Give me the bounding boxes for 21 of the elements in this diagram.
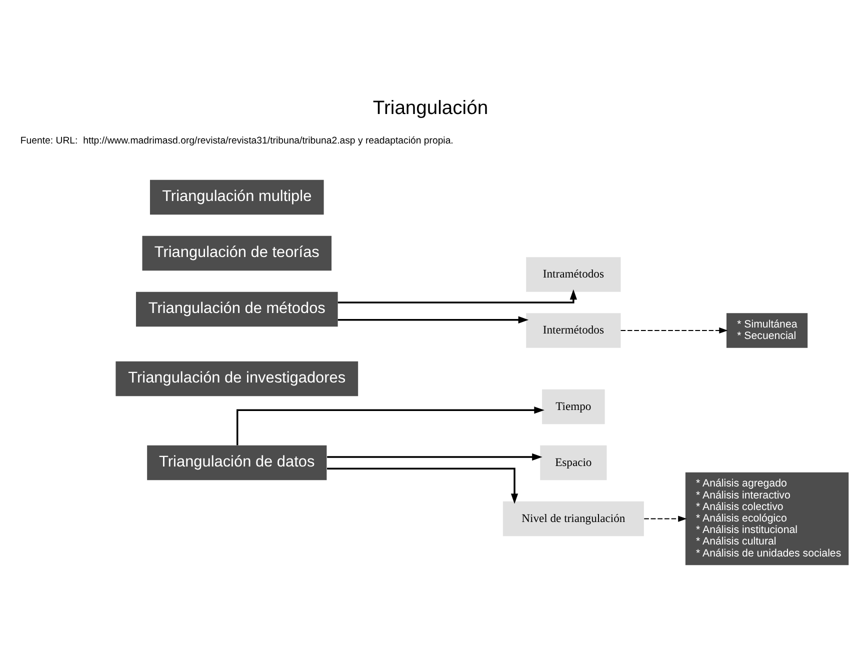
node-box: Triangulación de teorías — [142, 235, 332, 270]
node-box: * Análisis agregado * Análisis interactivo * Análisis colectivo * Análisis ecológico * Análisis institucional * Análisis cultural * Análisis de unidades sociales — [685, 472, 849, 565]
node-box: * Simultánea * Secuencial — [726, 312, 808, 348]
diagram-title: Triangulación — [372, 98, 488, 119]
arrow — [644, 515, 687, 522]
node-box: Espacio — [540, 444, 607, 480]
arrow — [327, 467, 518, 504]
node-box: Triangulación de investigadores — [116, 360, 358, 396]
arrow — [338, 288, 578, 303]
arrow — [327, 452, 542, 460]
arrow — [620, 326, 728, 334]
node-box: Triangulación de datos — [147, 444, 327, 480]
node-box: Nivel de triangulación — [502, 500, 644, 536]
node-box: Tiempo — [542, 388, 605, 424]
caption: Fuente: URL: http://www.madrimasd.org/revista/revista31/tribuna/tribuna2.asp y readaptación propia. — [20, 135, 454, 146]
arrow — [236, 406, 544, 445]
node-box: Triangulación multiple — [150, 179, 324, 214]
node-box: Triangulación de métodos — [136, 291, 338, 326]
node-box: Intermétodos — [526, 312, 621, 348]
node-box: Intramétodos — [526, 256, 621, 292]
arrow — [338, 316, 529, 323]
